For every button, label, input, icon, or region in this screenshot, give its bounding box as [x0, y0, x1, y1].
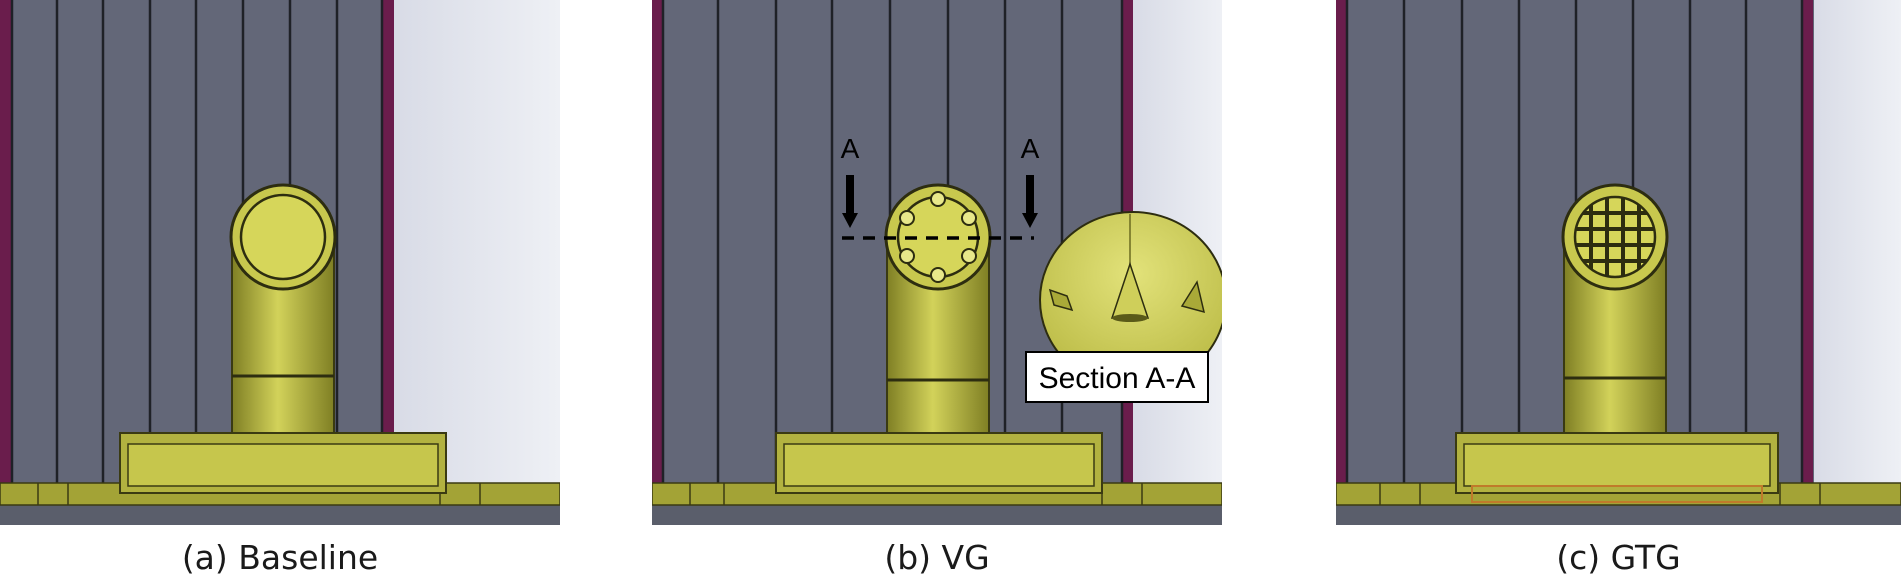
vortex-generators [899, 191, 977, 283]
background-right [1811, 0, 1901, 525]
caption-vg: (b) VG [884, 538, 990, 577]
section-arrow-left-head [842, 213, 858, 228]
section-marker-left: A [841, 133, 860, 164]
section-view-inset: Section A-A [1025, 211, 1222, 403]
base-block-inner [783, 443, 1095, 487]
base-block-inner [1463, 443, 1771, 487]
floor-rail-joints [1379, 483, 1821, 505]
caption-gtg: (c) GTG [1556, 538, 1681, 577]
duct-opening-inner [239, 193, 327, 281]
duct-opening-inner [1573, 195, 1657, 279]
background-right [392, 0, 560, 485]
section-arrow-left-shaft [846, 175, 854, 213]
section-arrow-right-head [1022, 213, 1038, 228]
magenta-edge-left [0, 0, 12, 485]
panel-baseline [0, 0, 560, 525]
section-label: Section A-A [1039, 362, 1196, 395]
section-arrow-right-shaft [1026, 175, 1034, 213]
base-slot [1471, 485, 1763, 503]
magenta-edge-left [652, 0, 663, 485]
magenta-edge-right [382, 0, 394, 485]
panel-gtg [1336, 0, 1901, 525]
caption-baseline: (a) Baseline [181, 538, 379, 577]
base-block-inner [127, 443, 439, 487]
section-label-box [1025, 351, 1209, 403]
section-marker-right: A [1021, 133, 1040, 164]
panel-vg: A A Section A-A [652, 0, 1222, 525]
magenta-edge-left [1336, 0, 1347, 485]
magenta-edge-right [1802, 0, 1813, 485]
